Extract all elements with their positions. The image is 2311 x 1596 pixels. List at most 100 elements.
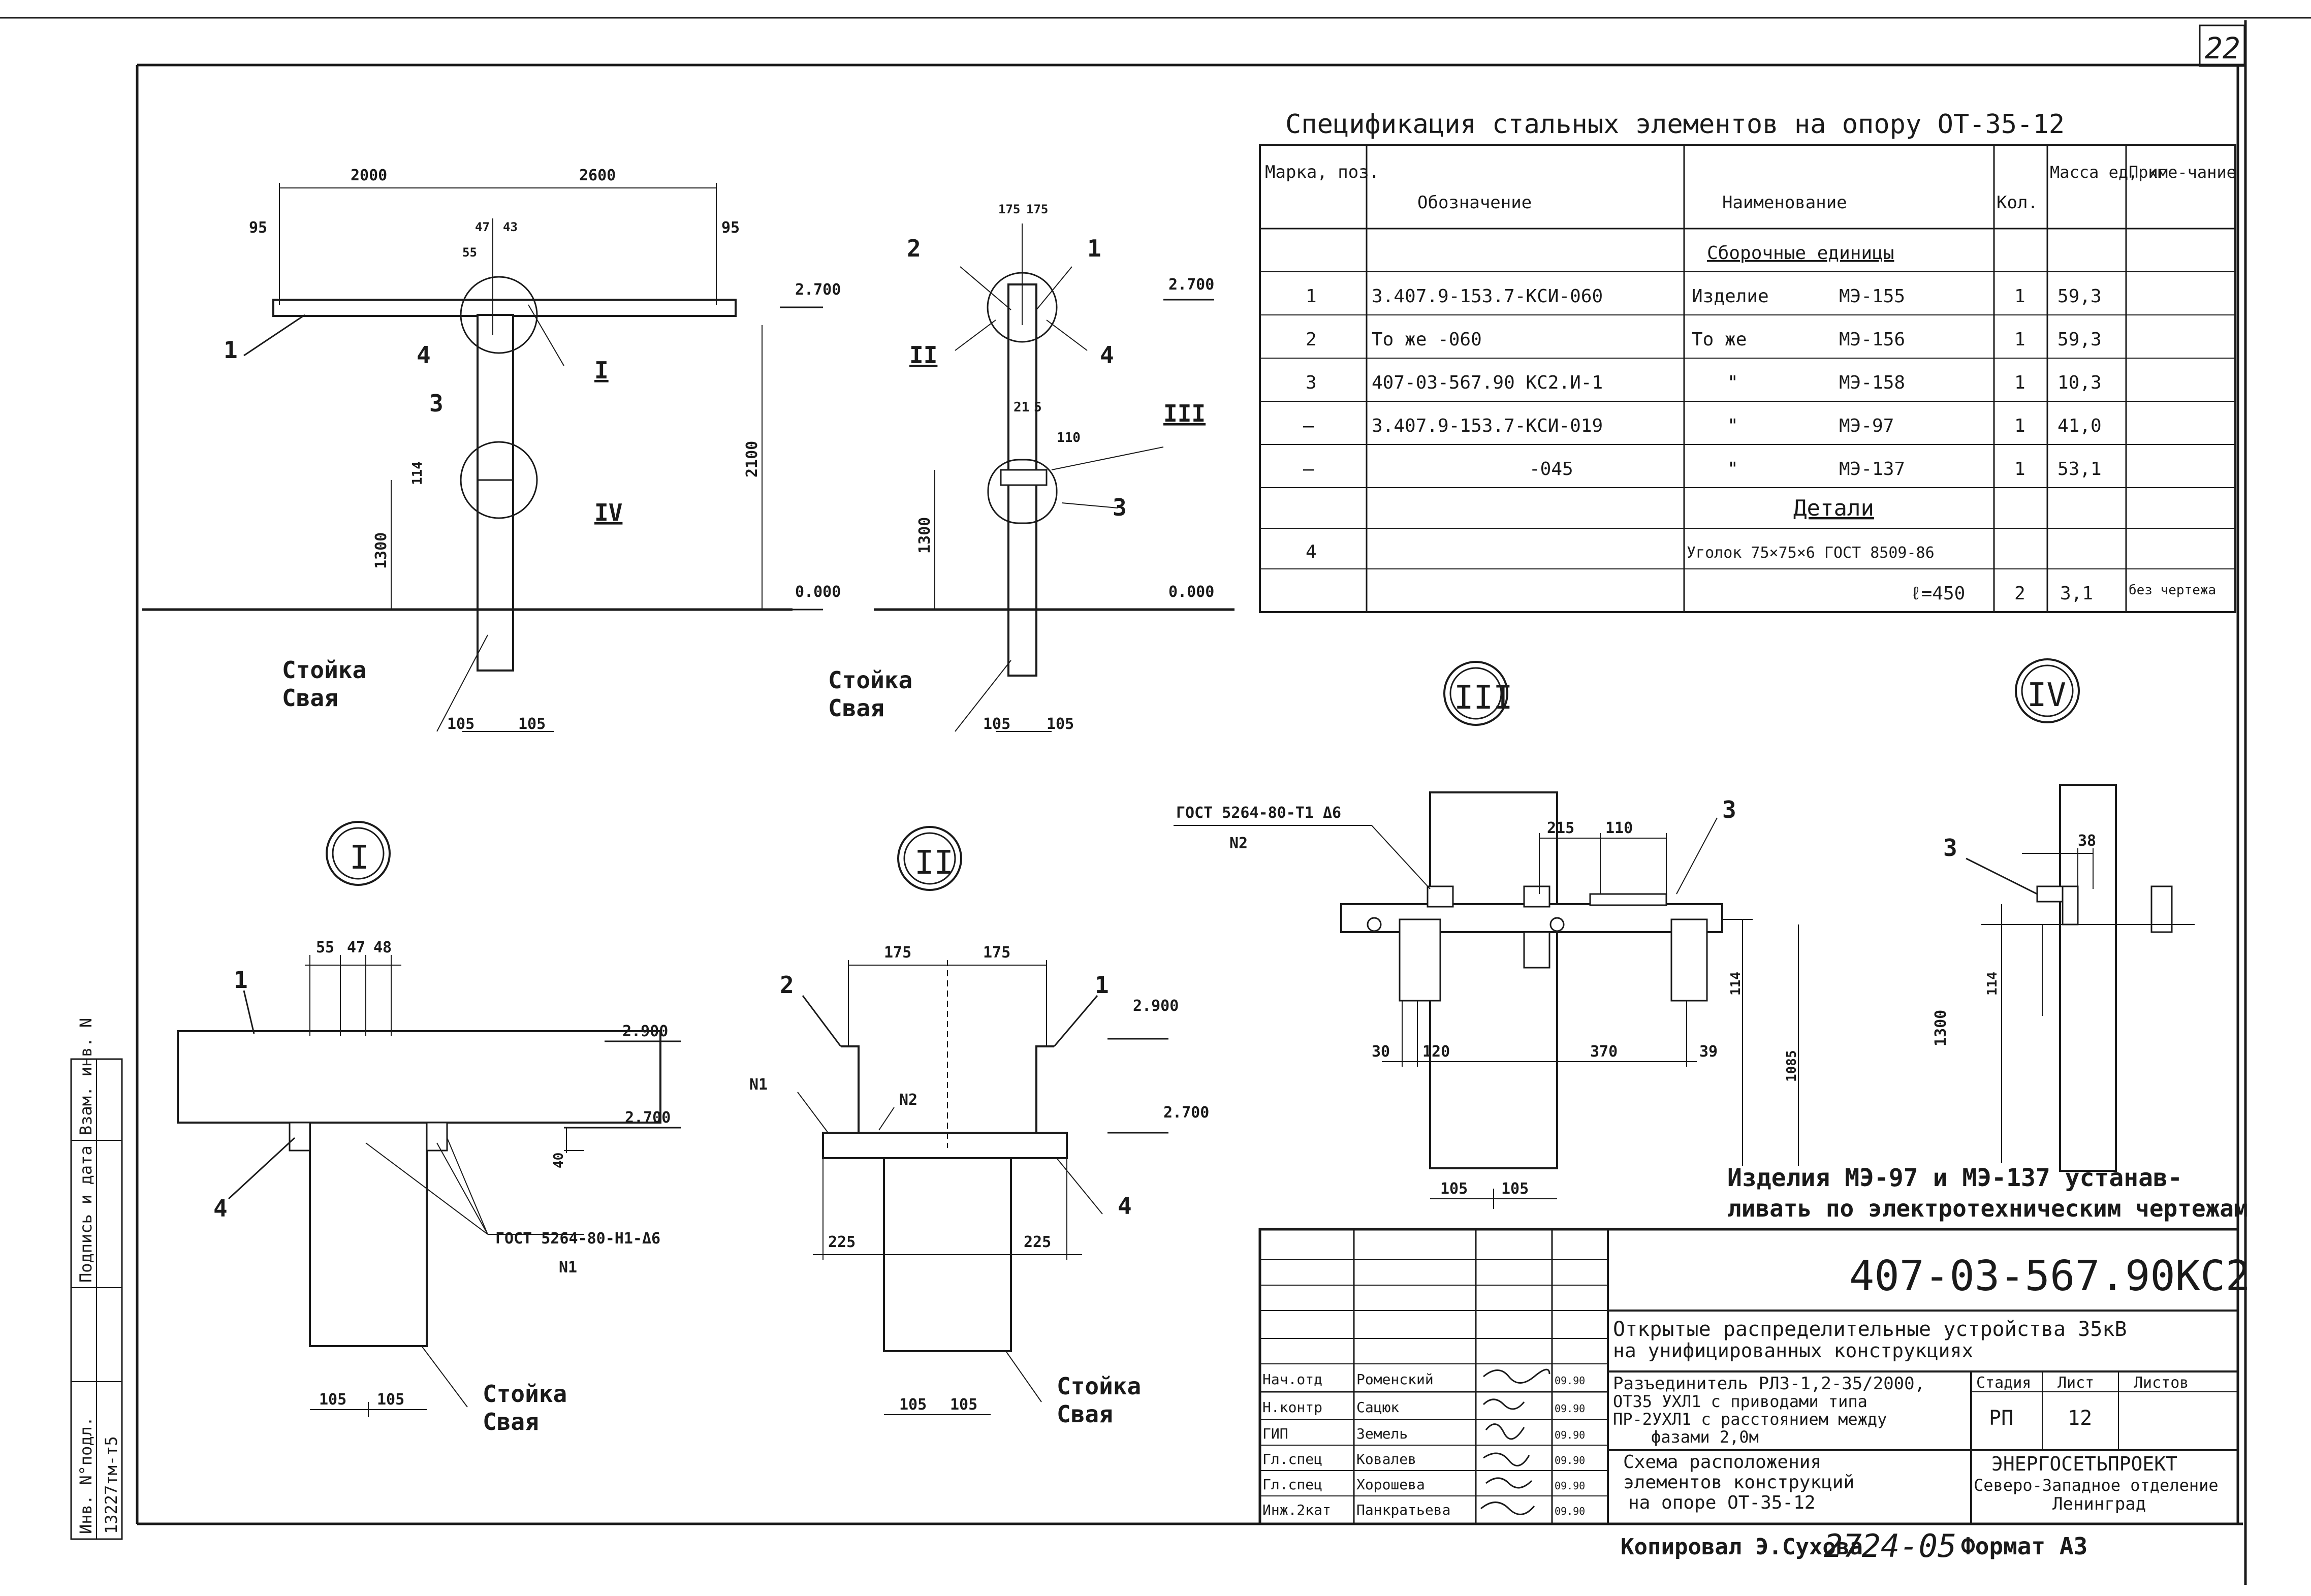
spec-section-details: Детали xyxy=(1793,495,1874,521)
document-code: 407-03-567.90КС2 xyxy=(1849,1252,2251,1300)
spec-cell-item: МЭ-137 xyxy=(1839,459,1905,480)
spec-cell-qty: 2 xyxy=(2014,583,2025,604)
dim-175: 175 xyxy=(998,202,1020,216)
description-4: фазами 2,0м xyxy=(1651,1427,1759,1447)
sign-date: 09.90 xyxy=(1555,1375,1585,1387)
sign-date: 09.90 xyxy=(1555,1505,1585,1517)
description-2: ОТ35 УХЛ1 с приводами типа xyxy=(1613,1392,1867,1411)
spec-table-grid xyxy=(1259,144,2236,613)
spec-cell-mark: 2 xyxy=(1306,329,1317,350)
dim-47: 47 xyxy=(347,939,365,956)
dim-105: 105 xyxy=(1047,715,1074,733)
signature-row: Н.контр Сацюк 09.90 xyxy=(1262,1399,1585,1416)
dim-114: 114 xyxy=(410,461,425,485)
elevation-view-front xyxy=(142,183,823,732)
node-I-detail xyxy=(177,821,681,1417)
dim-105: 105 xyxy=(983,715,1010,733)
weld-n1: N1 xyxy=(749,1076,768,1094)
mark-3: 3 xyxy=(429,390,444,417)
weld-n2: N2 xyxy=(899,1091,917,1109)
dim-105: 105 xyxy=(319,1391,346,1409)
node-II-detail xyxy=(797,826,1168,1415)
mark-3: 3 xyxy=(1113,494,1127,521)
spec-cell-name: То же xyxy=(1692,329,1747,350)
dim-175: 175 xyxy=(884,944,911,962)
spec-cell-qty: 1 xyxy=(2014,286,2025,307)
sign-date: 09.90 xyxy=(1555,1402,1585,1415)
dim-30: 30 xyxy=(1372,1043,1390,1061)
spec-header-mass: Масса ед, кг xyxy=(2050,163,2167,182)
person-name: Ковалев xyxy=(1356,1451,1416,1467)
dim-105: 105 xyxy=(1501,1180,1529,1198)
dim-95-right: 95 xyxy=(721,219,740,237)
spec-header-name: Наименование xyxy=(1722,193,1847,213)
label-pile: Свая xyxy=(483,1408,539,1435)
role: ГИП xyxy=(1262,1425,1288,1442)
mark-4: 4 xyxy=(213,1195,228,1222)
sheet-title-3: на опоре ОТ-35-12 xyxy=(1628,1492,1815,1513)
project-title-1: Открытые распределительные устройства 35… xyxy=(1613,1318,2127,1341)
level-2700: 2.700 xyxy=(795,281,841,299)
label-pile: Свая xyxy=(1057,1400,1113,1428)
spec-row: 3 407-03-567.90 КС2.И-1 " МЭ-158 1 10,3 xyxy=(1306,372,2102,393)
signature-row: Инж.2кат Панкратьева 09.90 xyxy=(1262,1502,1585,1518)
spec-cell-qty: 1 xyxy=(2014,372,2025,393)
person-name: Хорошева xyxy=(1356,1476,1425,1493)
dim-2000: 2000 xyxy=(351,167,387,184)
stamp-podpis: Подпись и дата xyxy=(76,1145,96,1283)
format-label: Формат А3 xyxy=(1961,1533,2087,1560)
spec-cell-item: МЭ-156 xyxy=(1839,329,1905,350)
dim-105: 105 xyxy=(518,715,546,733)
role: Гл.спец xyxy=(1262,1476,1322,1493)
spec-cell-note: без чертежа xyxy=(2129,583,2216,598)
description-1: Разъединитель РЛЗ-1,2-35/2000, xyxy=(1613,1374,1925,1394)
node-III-detail xyxy=(1174,661,1799,1209)
stamp-inv-podl: Инв. N°подл. xyxy=(76,1417,96,1534)
node-II-title: II xyxy=(914,844,954,882)
mark-2: 2 xyxy=(780,971,794,999)
level-0000: 0.000 xyxy=(795,583,841,601)
spec-cell-qty: 1 xyxy=(2014,459,2025,480)
signature-row: ГИП Земель 09.90 xyxy=(1262,1425,1585,1442)
spec-row: — 3.407.9-153.7-КСИ-019 " МЭ-97 1 41,0 xyxy=(1303,416,2102,436)
spec-cell-code: 3.407.9-153.7-КСИ-019 xyxy=(1372,416,1603,436)
sign-date: 09.90 xyxy=(1555,1429,1585,1441)
spec-cell-mark: 3 xyxy=(1306,372,1317,393)
label-pile: Свая xyxy=(828,694,884,722)
spec-section-assembly: Сборочные единицы xyxy=(1707,243,1894,264)
level-2900: 2.900 xyxy=(622,1023,668,1040)
callout-III: III xyxy=(1163,400,1206,427)
dim-95-left: 95 xyxy=(249,219,267,237)
dim-39: 39 xyxy=(1699,1043,1718,1061)
weld-note-III-n: N2 xyxy=(1229,835,1248,852)
callout-IV: IV xyxy=(594,499,622,526)
signature-row: Гл.спец Ковалев 09.90 xyxy=(1262,1451,1585,1467)
mark-4: 4 xyxy=(1100,341,1114,369)
dim-1300: 1300 xyxy=(916,517,934,554)
node-III-title: III xyxy=(1454,679,1513,717)
node-I-title: I xyxy=(350,839,369,877)
person-name: Панкратьева xyxy=(1356,1502,1450,1518)
weld-note-III: ГОСТ 5264-80-Т1 Δ6 xyxy=(1176,804,1341,822)
mark-1: 1 xyxy=(1087,235,1101,262)
dim-114: 114 xyxy=(1728,972,1744,996)
label-post: Стойка xyxy=(282,656,366,684)
mark-4: 4 xyxy=(1118,1192,1132,1220)
install-note-line-2: ливать по электротехническим чертежам xyxy=(1727,1195,2248,1222)
spec-cell-mark: 1 xyxy=(1306,286,1317,307)
role: Нач.отд xyxy=(1262,1371,1322,1388)
spec-cell-mark: — xyxy=(1303,416,1314,436)
level-2700: 2.700 xyxy=(1168,276,1214,294)
person-name: Роменский xyxy=(1356,1371,1434,1388)
dim-55: 55 xyxy=(316,939,334,956)
spec-header-mark: Марка, поз. xyxy=(1265,162,1379,182)
dim-47: 47 xyxy=(475,220,490,234)
sign-date: 09.90 xyxy=(1555,1454,1585,1466)
dim-21: 21 xyxy=(1014,400,1029,415)
stamp-vzam: Взам. инв. N xyxy=(76,1018,96,1135)
stamp-code: 13227тм-т5 xyxy=(102,1436,121,1534)
dim-105: 105 xyxy=(447,715,474,733)
spec-cell-mass: 59,3 xyxy=(2057,286,2102,307)
node-IV-title: IV xyxy=(2027,677,2066,714)
